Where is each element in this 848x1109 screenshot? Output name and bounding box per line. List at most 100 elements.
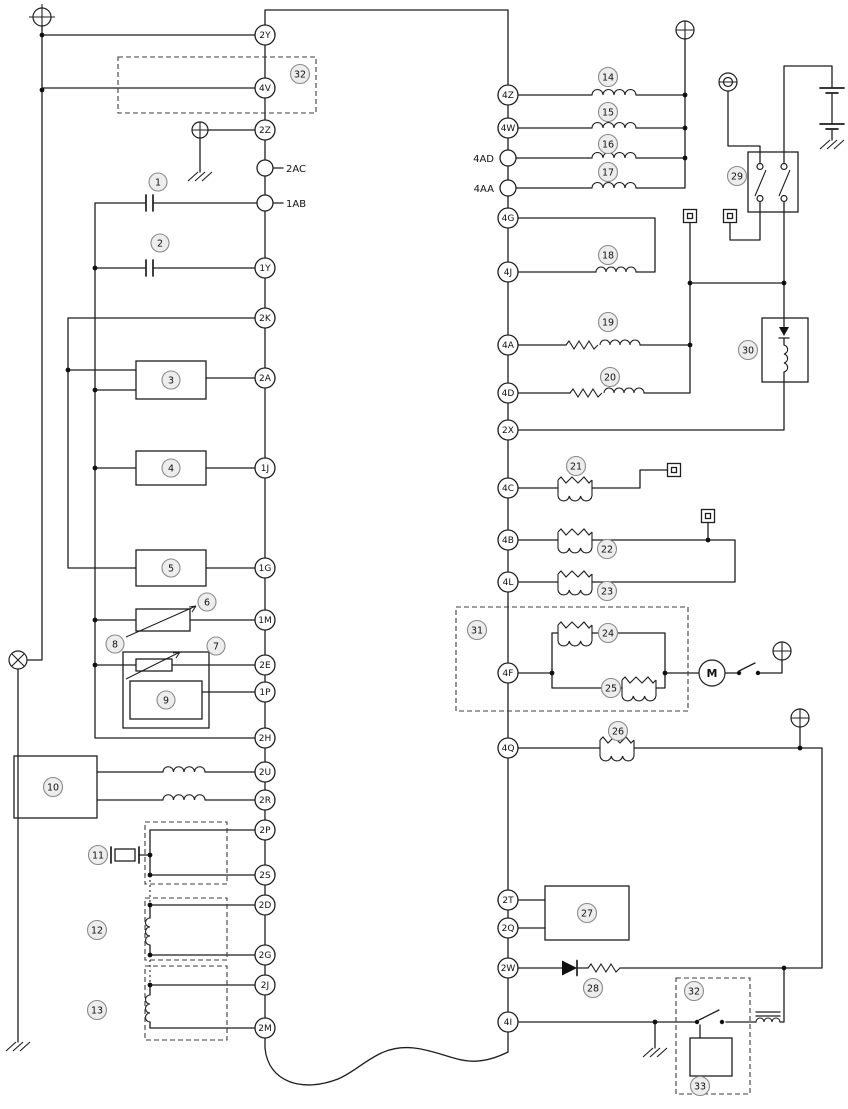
terminal-4B: 4B <box>497 529 519 551</box>
terminal-1J: 1J <box>254 457 276 479</box>
resistor-block-23-icon <box>557 570 593 596</box>
terminal-4V: 4V <box>254 77 276 99</box>
circle-cross-symbol-2Z <box>191 121 209 139</box>
component-label-4: 4 <box>161 458 181 478</box>
component-label-15: 15 <box>597 101 619 123</box>
svg-text:2M: 2M <box>258 1024 272 1034</box>
svg-text:2X: 2X <box>502 426 514 436</box>
svg-text:22: 22 <box>601 545 613 556</box>
terminal-2Z: 2Z <box>254 119 276 141</box>
variable-resistor-8 <box>135 658 173 672</box>
component-label-33: 33 <box>689 1075 711 1097</box>
svg-text:25: 25 <box>605 684 617 695</box>
resistor-block-25-icon <box>621 676 657 702</box>
relay-30-internal <box>778 317 790 383</box>
terminal-4Z: 4Z <box>497 84 519 106</box>
svg-text:4: 4 <box>168 464 174 475</box>
svg-text:24: 24 <box>602 629 614 640</box>
svg-text:2Y: 2Y <box>259 31 271 41</box>
svg-text:14: 14 <box>602 73 614 84</box>
resistor-block-26-icon <box>599 736 635 762</box>
svg-text:4G: 4G <box>502 214 515 224</box>
svg-text:2H: 2H <box>259 734 272 744</box>
svg-text:1G: 1G <box>259 564 272 574</box>
dashed-box-32-top <box>117 56 317 114</box>
svg-text:2: 2 <box>157 239 163 250</box>
circle-cross-symbol-top-left <box>29 4 55 30</box>
resistor-coil-19-icon <box>565 339 641 351</box>
svg-text:15: 15 <box>602 108 614 119</box>
relay-30-box <box>761 317 809 383</box>
capacitor-plates <box>110 194 154 864</box>
svg-text:29: 29 <box>731 172 743 183</box>
motor-label: M <box>707 667 718 680</box>
svg-text:2R: 2R <box>259 796 271 806</box>
component-label-28: 28 <box>582 977 604 999</box>
coil-bottom-right-icon <box>755 1017 781 1023</box>
relay-29-contact <box>780 162 788 171</box>
resistor-block-24-icon <box>557 621 593 647</box>
svg-text:2D: 2D <box>259 901 272 911</box>
svg-text:4Q: 4Q <box>502 744 515 754</box>
box-33 <box>689 1037 733 1077</box>
svg-text:1Y: 1Y <box>259 264 271 274</box>
motor-circle <box>698 659 726 687</box>
terminal-2AC: 2AC <box>256 159 306 177</box>
coil-15-icon <box>591 122 637 129</box>
wiring <box>17 9 845 1086</box>
dashed-box-13 <box>144 965 228 1041</box>
lamp-symbol-motor <box>772 641 792 661</box>
terminal-2Q: 2Q <box>497 917 519 939</box>
variable-resistor-8-arrow <box>125 651 181 680</box>
svg-text:10: 10 <box>47 783 59 794</box>
component-label-18: 18 <box>597 244 619 266</box>
coil-17-icon <box>591 182 637 189</box>
terminal-2E: 2E <box>254 654 276 676</box>
component-label-16: 16 <box>597 133 619 155</box>
relay-29-contact <box>780 194 788 203</box>
component-label-13: 13 <box>86 999 108 1021</box>
svg-text:2A: 2A <box>259 374 272 384</box>
svg-text:16: 16 <box>602 140 614 151</box>
component-label-26: 26 <box>607 720 629 742</box>
svg-text:2K: 2K <box>259 314 272 324</box>
coil-14-icon <box>591 89 637 96</box>
box-3 <box>135 360 207 400</box>
svg-text:2G: 2G <box>259 951 272 961</box>
component-label-31: 31 <box>466 619 488 641</box>
terminal-2T: 2T <box>497 889 519 911</box>
svg-text:17: 17 <box>602 168 614 179</box>
ground-symbol-bottom-left <box>5 1041 31 1052</box>
connector-square-1 <box>666 462 682 478</box>
svg-text:4V: 4V <box>259 84 272 94</box>
junction-dots <box>39 32 803 1025</box>
coil-18-icon <box>595 266 637 273</box>
svg-text:4Z: 4Z <box>502 91 514 101</box>
component-label-11: 11 <box>87 844 109 866</box>
box-7 <box>122 651 210 729</box>
box-5 <box>135 549 207 587</box>
terminal-2U: 2U <box>254 761 276 783</box>
dashed-box-12 <box>144 897 228 961</box>
switch-symbols <box>754 162 791 203</box>
terminal-2J: 2J <box>254 974 276 996</box>
terminal-4Q: 4Q <box>497 737 519 759</box>
svg-text:20: 20 <box>604 373 616 384</box>
svg-text:2T: 2T <box>502 896 514 906</box>
crystal-11 <box>114 848 136 862</box>
left-circuit-wires <box>17 25 284 1043</box>
terminal-2M: 2M <box>254 1017 276 1039</box>
terminal-4L: 4L <box>497 571 519 593</box>
box-9 <box>129 680 203 720</box>
svg-text:2J: 2J <box>261 981 269 991</box>
terminal-1G: 1G <box>254 557 276 579</box>
svg-text:9: 9 <box>163 696 169 707</box>
svg-text:4AD: 4AD <box>473 154 494 165</box>
coil-13-icon <box>144 994 151 1023</box>
terminal-4D: 4D <box>497 382 519 404</box>
component-label-10: 10 <box>42 776 64 798</box>
component-label-30: 30 <box>737 339 759 361</box>
svg-text:6: 6 <box>204 598 210 609</box>
relay-30-coil-icon <box>783 344 789 373</box>
